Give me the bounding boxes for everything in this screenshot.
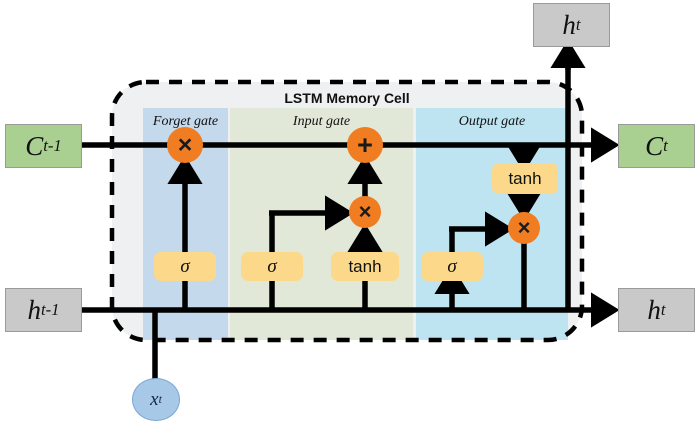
band-label-output-gate: Output gate: [458, 114, 526, 129]
input-multiply-node[interactable]: ×: [349, 196, 381, 228]
c-out-symbol: C: [645, 130, 664, 161]
forget-gate-sigma-label: σ: [180, 255, 190, 277]
h-out-right-symbol: h: [647, 294, 661, 325]
input-gate-sigma-box[interactable]: σ: [241, 252, 303, 281]
c-prev-symbol: C: [25, 130, 44, 161]
band-label-forget-gate: Forget gate: [152, 114, 219, 129]
h-prev-subscript: t-1: [40, 300, 60, 319]
output-gate-sigma-box[interactable]: σ: [421, 252, 483, 281]
h-out-right-subscript: t: [660, 300, 666, 319]
x-in-symbol: x: [150, 388, 159, 410]
forget-multiply-node[interactable]: ×: [167, 127, 203, 163]
x-in-subscript: t: [158, 392, 162, 406]
h-out-top-subscript: t: [575, 15, 581, 34]
forget-gate-sigma-box[interactable]: σ: [154, 252, 216, 281]
cell-boundary-dashed: [109, 79, 585, 343]
c-prev-subscript: t-1: [43, 136, 62, 155]
c-out-subscript: t: [663, 136, 668, 155]
band-label-input-gate: Input gate: [292, 114, 351, 129]
forget-multiply-glyph: ×: [177, 130, 193, 159]
input-multiply-glyph: ×: [358, 199, 372, 224]
h-prev-symbol: h: [27, 294, 41, 325]
cell-title: LSTM Memory Cell: [284, 90, 410, 106]
cell-add-node[interactable]: +: [347, 127, 383, 163]
input-gate-sigma-label: σ: [267, 255, 277, 277]
output-multiply-node[interactable]: ×: [508, 212, 540, 244]
output-gate-tanh-box[interactable]: tanh: [492, 163, 558, 194]
input-gate-tanh-box[interactable]: tanh: [331, 252, 399, 281]
output-multiply-glyph: ×: [517, 215, 531, 240]
output-gate-tanh-label: tanh: [508, 168, 542, 188]
cell-add-glyph: +: [357, 129, 373, 160]
output-gate-sigma-label: σ: [447, 255, 457, 277]
input-gate-tanh-label: tanh: [348, 256, 382, 276]
h-out-top-symbol: h: [562, 9, 576, 40]
